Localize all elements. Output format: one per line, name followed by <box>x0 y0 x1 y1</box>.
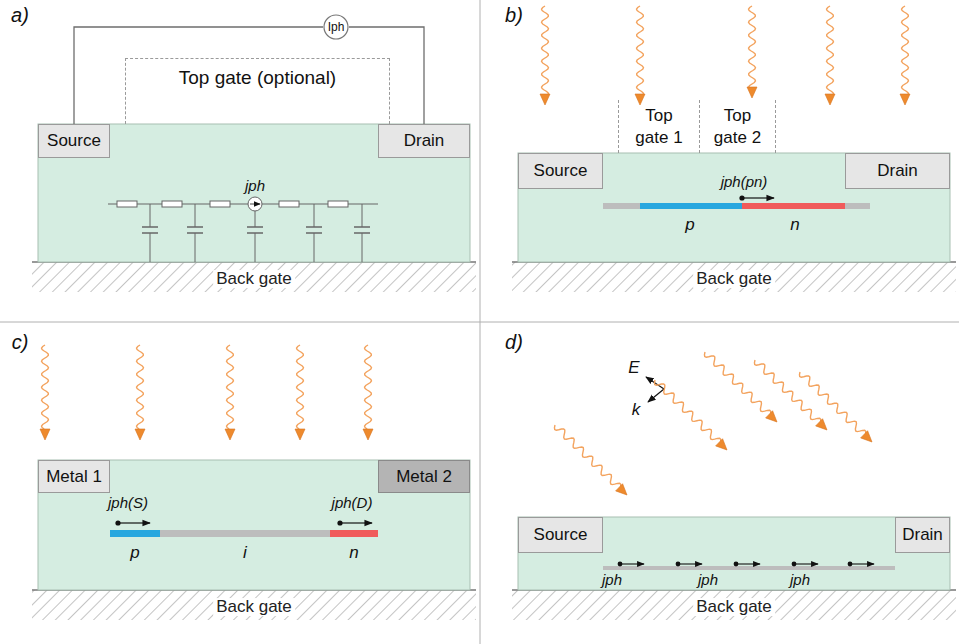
region-label: n <box>790 216 799 234</box>
source-contact: Source <box>38 124 110 158</box>
current-label: jph(pn) <box>721 174 768 190</box>
region-label: n <box>349 544 358 562</box>
metal-contact: Metal 1 <box>38 460 110 493</box>
drain-contact: Drain <box>895 517 950 553</box>
region-label: E <box>628 359 639 377</box>
source-contact: Source <box>518 517 603 553</box>
node-text: Iph <box>328 20 345 34</box>
back-gate-label: Back gate <box>213 598 295 616</box>
current-label: jph <box>245 178 265 194</box>
top-gate: Top gate 1 <box>618 100 700 153</box>
node-text: Drain <box>902 525 943 545</box>
region-label: p <box>685 216 694 234</box>
drain-contact: Drain <box>845 153 950 189</box>
region-label: p <box>130 544 139 562</box>
source-contact: Source <box>518 153 603 189</box>
current-label: jph <box>790 572 810 588</box>
node-text: Drain <box>877 161 918 181</box>
region-label: i <box>243 544 247 562</box>
dielectric <box>38 124 950 590</box>
panel-letter: a) <box>11 5 29 26</box>
node-text: Drain <box>404 131 445 151</box>
node-text: Source <box>534 525 588 545</box>
node-text: Top gate 1 <box>632 105 686 148</box>
back-gate-label: Back gate <box>213 270 295 288</box>
node-text: Metal 1 <box>46 467 102 487</box>
wire <box>349 27 424 124</box>
channel-strip <box>603 562 895 570</box>
back-gate-label: Back gate <box>693 598 775 616</box>
back-gate-label: Back gate <box>693 270 775 288</box>
node-text: Top gate 2 <box>710 105 765 148</box>
panel-letter: b) <box>505 5 523 26</box>
panel-divider <box>0 322 959 323</box>
current-label: jph <box>602 572 622 588</box>
panel-letter: c) <box>12 332 29 353</box>
light-rays <box>40 6 910 495</box>
channel-strip <box>110 520 378 537</box>
node-text: Source <box>534 161 588 181</box>
top-gate: Top gate 2 <box>700 100 776 153</box>
node-text: Source <box>47 131 101 151</box>
drain-contact: Drain <box>378 124 470 158</box>
top-gate: Top gate (optional) <box>125 58 390 124</box>
panel-letter: d) <box>505 332 523 353</box>
channel-circuit <box>108 197 378 262</box>
region-label: k <box>632 401 641 419</box>
current-label: jph <box>698 572 718 588</box>
current-label: jph(S) <box>108 495 148 511</box>
current-label: jph(D) <box>332 495 373 511</box>
current-meter: Iph <box>323 14 349 40</box>
channel-strip <box>603 195 870 209</box>
node-text: Metal 2 <box>396 467 452 487</box>
metal-contact: Metal 2 <box>378 460 470 493</box>
node-text: Top gate (optional) <box>179 67 336 89</box>
back-gate-hatch <box>32 262 956 620</box>
